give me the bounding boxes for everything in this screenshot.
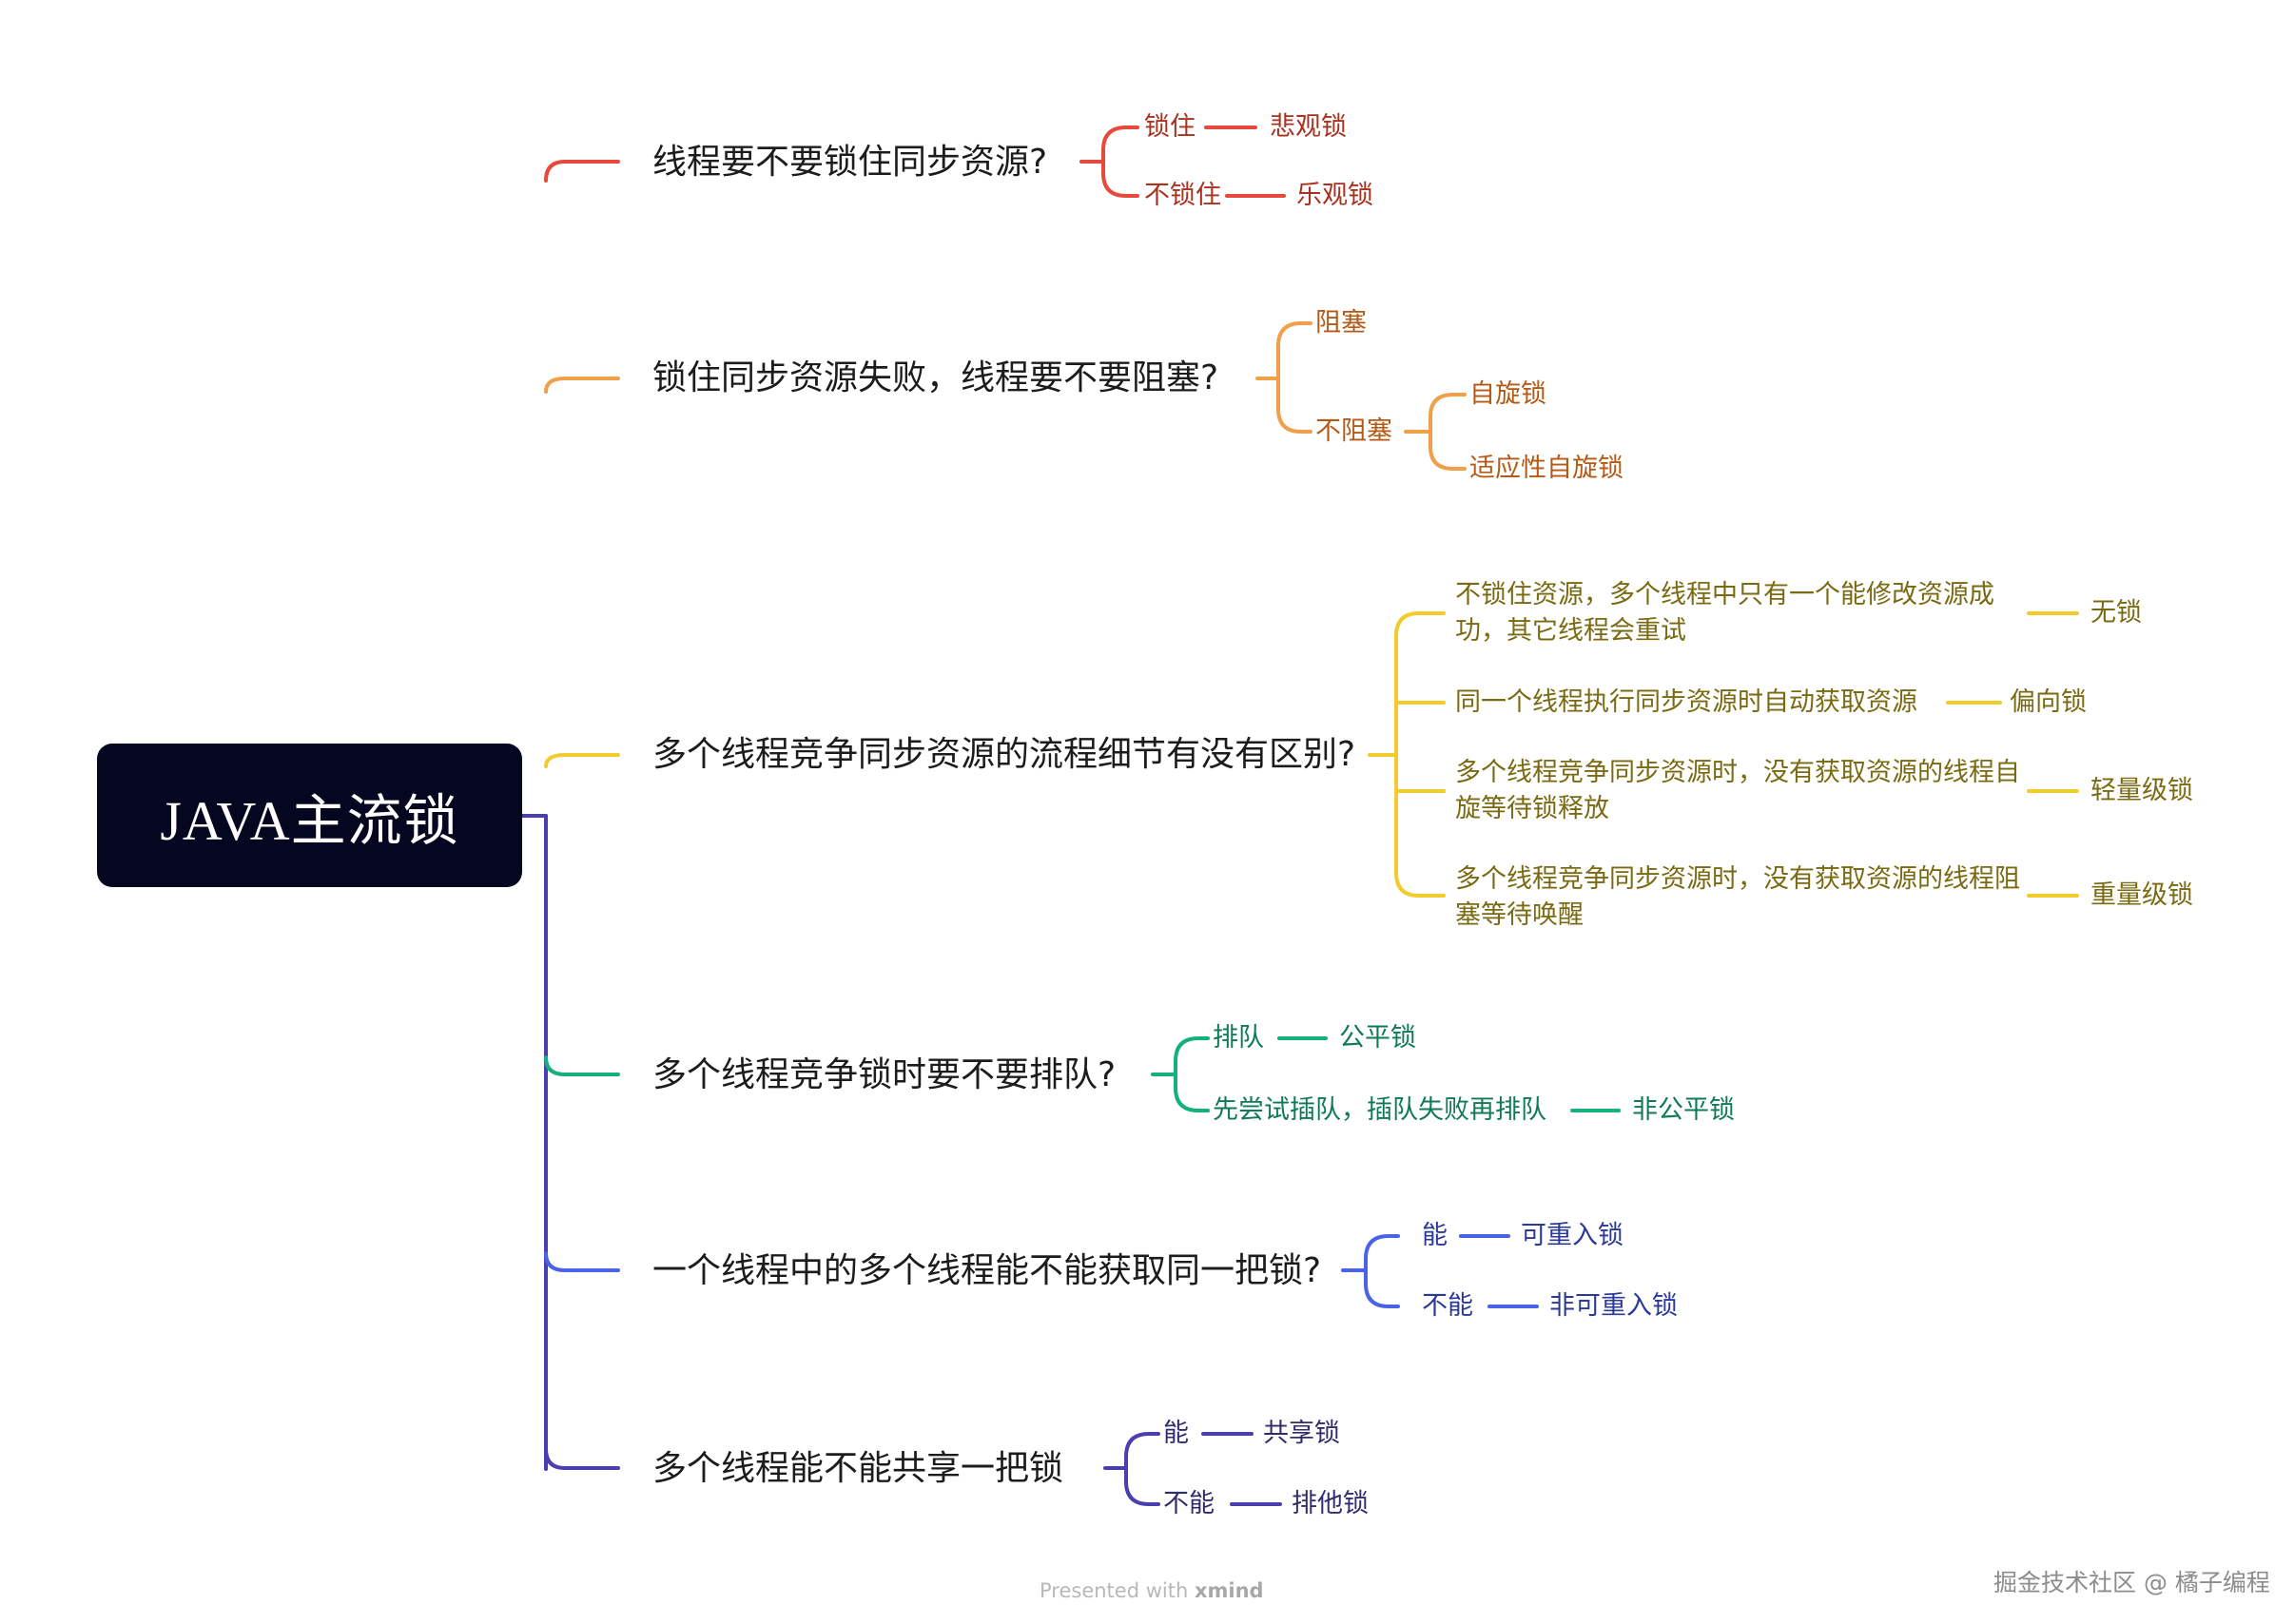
xmind-logo: xmind <box>1194 1579 1264 1602</box>
branch-6-option-1[interactable]: 能 <box>1163 1419 1189 1448</box>
branch-4-topic[interactable]: 多个线程竞争锁时要不要排队? <box>652 1055 1117 1094</box>
branch-4-result-1[interactable]: 公平锁 <box>1339 1023 1416 1053</box>
branch-6-topic[interactable]: 多个线程能不能共享一把锁 <box>652 1449 1064 1488</box>
branch-3-connector <box>544 753 620 768</box>
branch-4-result-2[interactable]: 非公平锁 <box>1632 1095 1735 1125</box>
branch-5-result-1[interactable]: 可重入锁 <box>1521 1221 1623 1250</box>
branch-3-option-4[interactable]: 多个线程竞争同步资源时，没有获取资源的线程阻塞等待唤醒 <box>1455 864 2020 930</box>
root-topic-label: JAVA主流锁 <box>160 789 459 852</box>
branch-1-option-2[interactable]: 不锁住 <box>1144 181 1221 210</box>
branch-1-result-2[interactable]: 乐观锁 <box>1296 181 1373 210</box>
branch-3-option-1[interactable]: 不锁住资源，多个线程中只有一个能修改资源成功，其它线程会重试 <box>1455 580 1994 646</box>
branch-3-option-2[interactable]: 同一个线程执行同步资源时自动获取资源 <box>1455 687 1917 717</box>
branch-3-result-4[interactable]: 重量级锁 <box>2090 880 2193 910</box>
branch-1-result-1[interactable]: 悲观锁 <box>1270 112 1347 142</box>
branch-5-option-1[interactable]: 能 <box>1422 1221 1448 1250</box>
branch-5-connector <box>544 1251 620 1272</box>
branch-2-connector <box>544 377 620 394</box>
branch-2-option-2[interactable]: 不阻塞 <box>1315 416 1392 446</box>
branch-2-sub-option-2[interactable]: 适应性自旋锁 <box>1469 454 1623 483</box>
branch-1-topic[interactable]: 线程要不要锁住同步资源? <box>652 143 1048 182</box>
branch-3-topic[interactable]: 多个线程竞争同步资源的流程细节有没有区别? <box>652 735 1356 774</box>
branch-2-option-1[interactable]: 阻塞 <box>1315 308 1367 338</box>
presented-with-footer: Presented with xmind <box>1040 1579 1264 1602</box>
presented-with-text: Presented with <box>1040 1579 1189 1602</box>
branch-5-result-2[interactable]: 非可重入锁 <box>1549 1291 1678 1321</box>
branch-1-connector <box>544 160 620 183</box>
branch-3-result-2[interactable]: 偏向锁 <box>2010 687 2087 717</box>
branch-6-result-1[interactable]: 共享锁 <box>1263 1419 1340 1448</box>
branch-4-option-1[interactable]: 排队 <box>1213 1023 1264 1053</box>
branch-1-option-1[interactable]: 锁住 <box>1144 112 1196 142</box>
branch-2-sub-option-1[interactable]: 自旋锁 <box>1469 379 1546 409</box>
branch-2-topic[interactable]: 锁住同步资源失败，线程要不要阻塞? <box>652 358 1219 397</box>
branch-3-option-3[interactable]: 多个线程竞争同步资源时，没有获取资源的线程自旋等待锁释放 <box>1455 758 2020 823</box>
branch-5-option-2[interactable]: 不能 <box>1422 1291 1473 1321</box>
watermark: 掘金技术社区 @ 橘子编程 <box>1993 1569 2270 1596</box>
branch-4-connector <box>544 1055 620 1076</box>
branch-5-topic[interactable]: 一个线程中的多个线程能不能获取同一把锁? <box>652 1251 1322 1290</box>
branch-6-connector <box>544 1447 620 1470</box>
branch-4-option-2[interactable]: 先尝试插队，插队失败再排队 <box>1213 1095 1546 1125</box>
branch-3-result-3[interactable]: 轻量级锁 <box>2090 776 2193 805</box>
branch-3-result-1[interactable]: 无锁 <box>2090 598 2142 628</box>
branch-6-option-2[interactable]: 不能 <box>1163 1489 1215 1518</box>
root-topic[interactable]: JAVA主流锁 <box>97 744 522 887</box>
branch-6-result-2[interactable]: 排他锁 <box>1292 1489 1369 1518</box>
